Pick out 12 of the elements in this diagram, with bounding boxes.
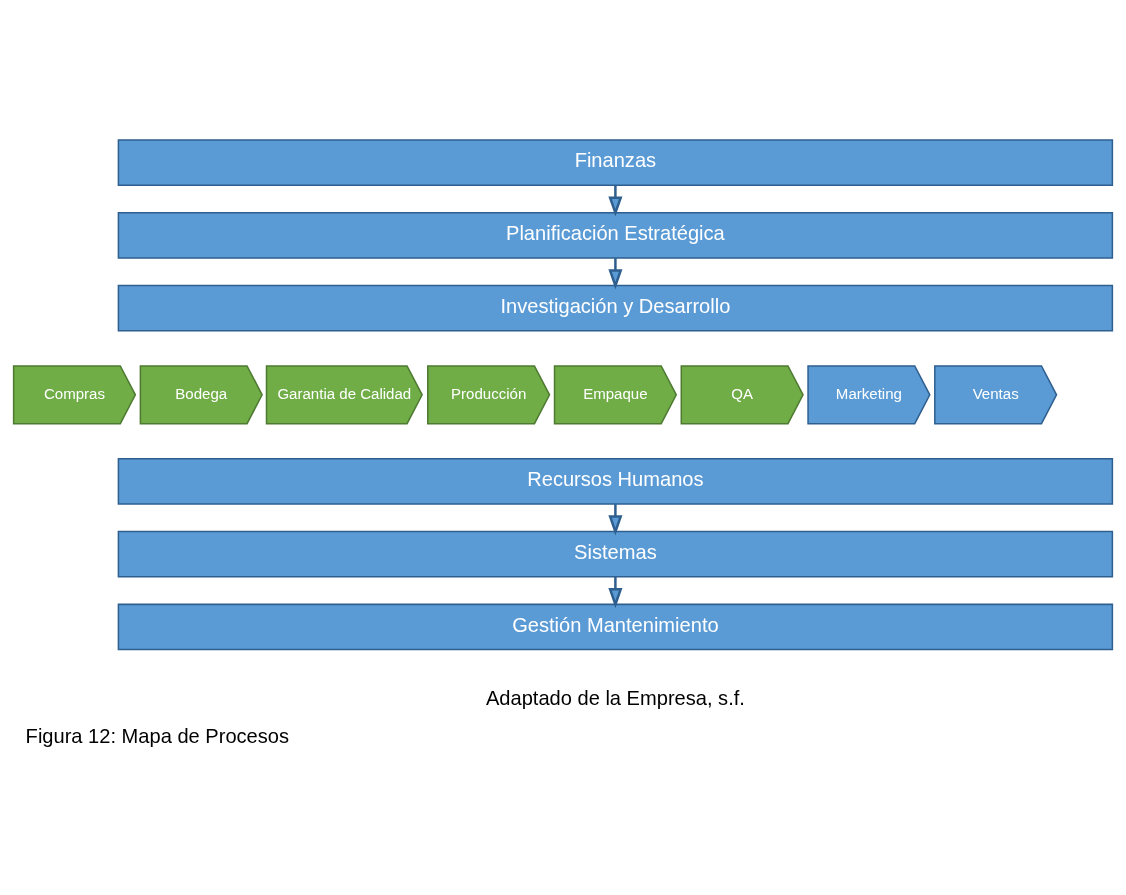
node-box: Sistemas: [117, 530, 1114, 578]
node-box: Recursos Humanos: [117, 458, 1114, 505]
arrow: [608, 504, 623, 536]
caption: Figura 12: Mapa de Procesos: [25, 725, 290, 748]
arrow: [608, 258, 623, 290]
node-box: Investigación y Desarrollo: [117, 284, 1114, 332]
node-box: Planificación Estratégica: [117, 212, 1114, 259]
node-box: Gestión Mantenimiento: [117, 603, 1114, 651]
arrow: [608, 576, 623, 609]
label: Adaptado de la Empresa, s.f.: [485, 686, 745, 709]
node-box: Finanzas: [117, 139, 1114, 186]
arrow: [608, 185, 623, 217]
